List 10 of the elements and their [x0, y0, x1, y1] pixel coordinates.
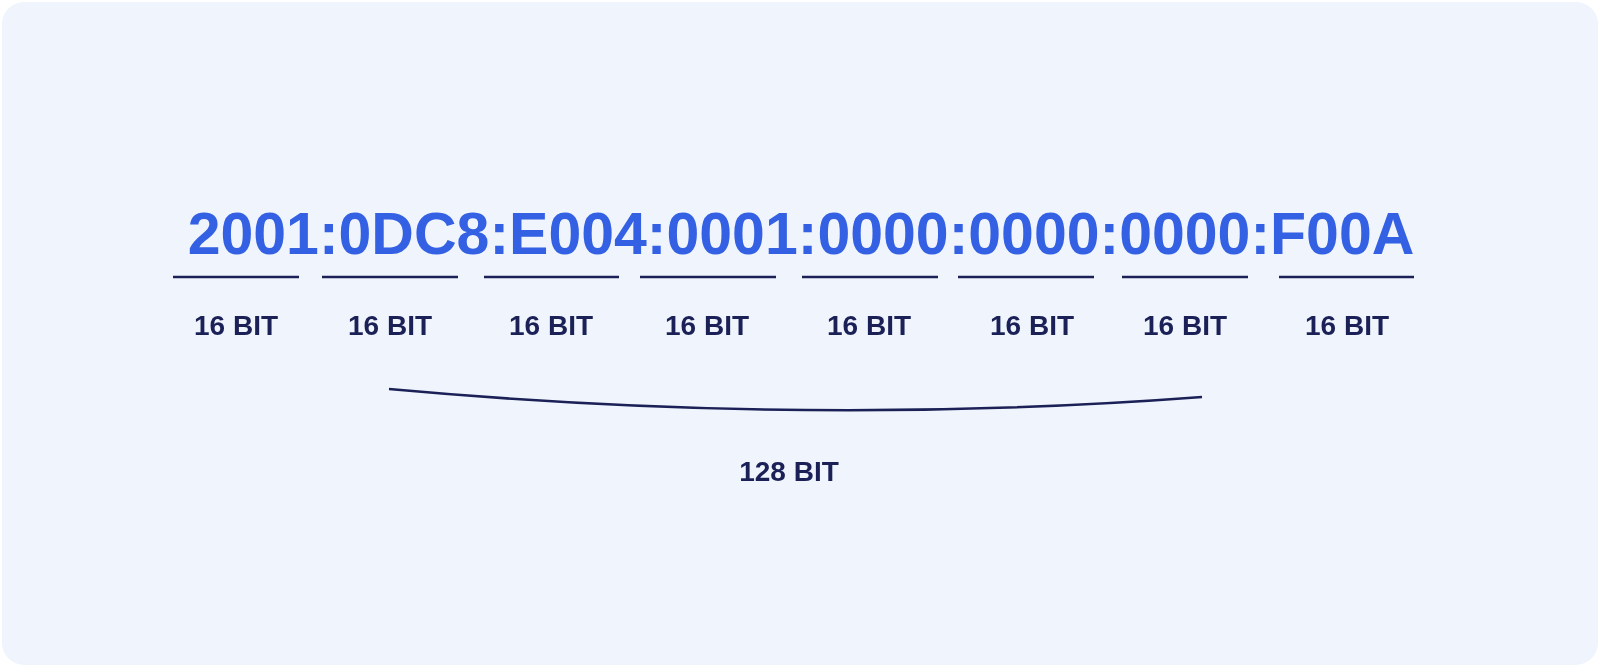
bit-label: 16 BIT — [348, 312, 432, 340]
total-bit-label: 128 BIT — [739, 458, 839, 486]
bit-label: 16 BIT — [509, 312, 593, 340]
bit-label: 16 BIT — [1143, 312, 1227, 340]
bit-label: 16 BIT — [990, 312, 1074, 340]
bit-label: 16 BIT — [665, 312, 749, 340]
bit-label: 16 BIT — [827, 312, 911, 340]
address-text: 2001:0DC8:E004:0001:0000:0000:0000:F00A — [187, 205, 1415, 264]
bit-label: 16 BIT — [194, 312, 278, 340]
bit-label: 16 BIT — [1305, 312, 1389, 340]
